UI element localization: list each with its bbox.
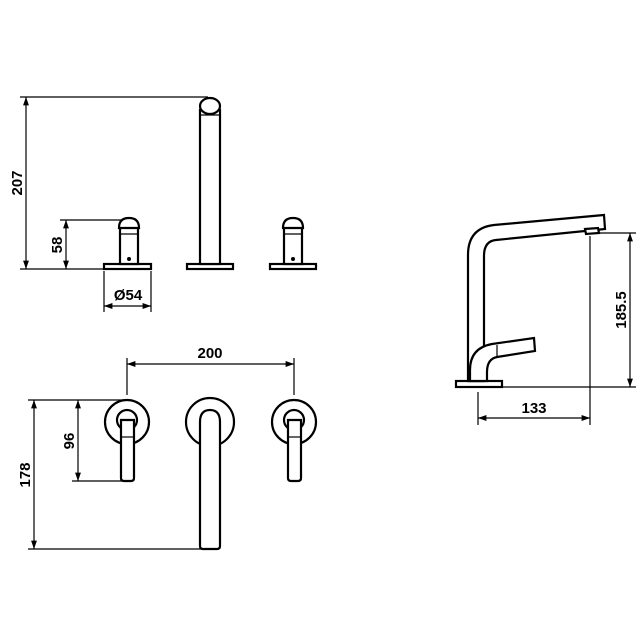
- dim-spout-height: 207: [9, 96, 208, 270]
- dim-handle-height: 58: [49, 219, 122, 269]
- dim-label-200: 200: [197, 345, 222, 362]
- dim-label-diameter: Ø54: [114, 287, 143, 304]
- dim-side-height: 185.5: [502, 232, 636, 388]
- dim-label-185-5: 185.5: [613, 291, 630, 329]
- dim-label-178: 178: [17, 462, 34, 487]
- top-view: 200 96 178: [17, 345, 318, 551]
- dim-label-96: 96: [61, 433, 78, 450]
- side-view: 185.5 133: [454, 213, 636, 425]
- dim-label-207: 207: [9, 170, 26, 195]
- front-view: 207 58 Ø54: [9, 96, 318, 312]
- dim-handle-spacing: 200: [126, 345, 295, 395]
- front-right-handle: [268, 216, 318, 271]
- dim-wall-spout-length: 178: [17, 399, 203, 550]
- top-left-handle: [103, 398, 151, 483]
- dim-base-diameter: Ø54: [103, 271, 152, 312]
- front-spout: [185, 96, 235, 271]
- top-right-handle: [270, 398, 318, 483]
- dim-label-58: 58: [49, 237, 66, 254]
- top-spout: [184, 396, 236, 551]
- dim-spout-reach: 133: [477, 236, 591, 425]
- dim-label-133: 133: [521, 400, 546, 417]
- dim-wall-handle-length: 96: [61, 399, 127, 482]
- front-left-handle: [102, 216, 153, 271]
